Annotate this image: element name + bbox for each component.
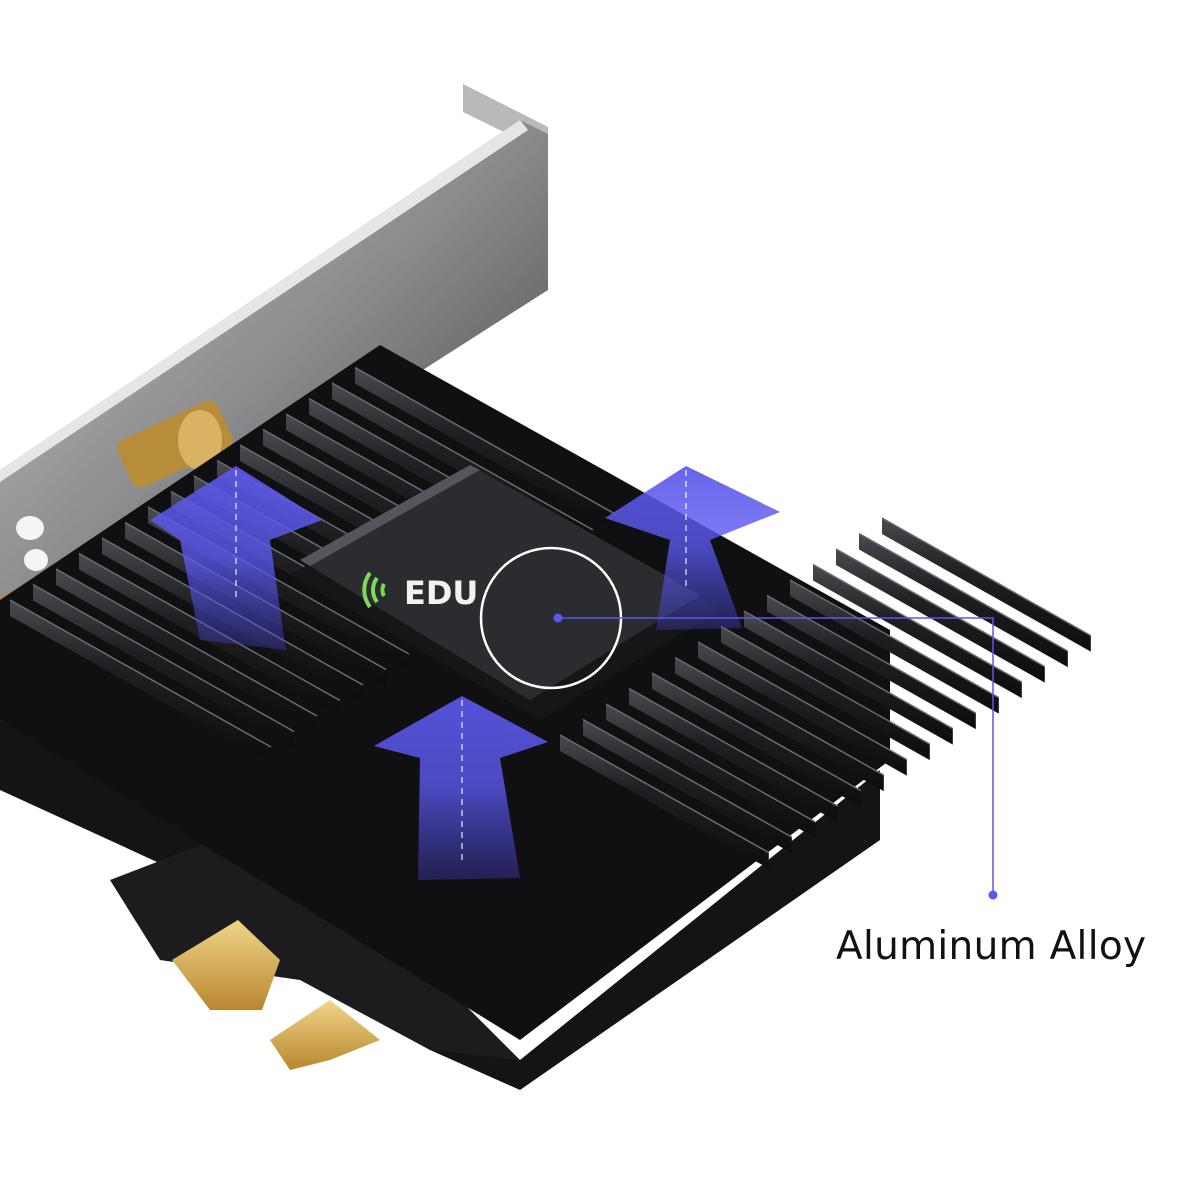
brand-logo: EDU xyxy=(404,574,478,612)
heatsink-fin xyxy=(629,688,838,823)
heatsink-fin xyxy=(675,657,884,792)
heatsink-fin xyxy=(721,626,930,761)
bracket-hole xyxy=(16,516,44,540)
callout-dot xyxy=(988,890,998,900)
heatsink-fin xyxy=(355,367,616,531)
heatsink-fin xyxy=(606,704,815,838)
heatsink-fin xyxy=(583,719,792,854)
heatsink-fin xyxy=(10,600,271,763)
pcb-board xyxy=(0,720,880,1090)
heatsink-fin-highlight xyxy=(789,579,1000,699)
heatsink-fin xyxy=(813,564,1022,699)
heatsink-fin-highlight xyxy=(651,672,862,792)
heatsink-fin xyxy=(790,580,999,714)
airflow-arrows xyxy=(150,466,780,880)
heatsink-fin xyxy=(698,642,907,776)
heatsink-fin-highlight xyxy=(9,599,272,748)
heatsink-fin xyxy=(859,533,1068,668)
material-label: Aluminum Alloy xyxy=(836,924,1147,969)
heatsink-fin-highlight xyxy=(743,610,954,730)
heatsink-fin-highlight xyxy=(881,517,1092,637)
arrow-up-icon xyxy=(374,696,548,880)
heatsink-fin-highlight xyxy=(812,563,1023,683)
arrow-up-icon xyxy=(150,466,322,650)
heatsink-fin-highlight xyxy=(354,366,617,516)
heatsink-fin-highlight xyxy=(628,687,839,807)
heatsink-fin-highlight xyxy=(697,641,908,761)
heatsink-fin xyxy=(882,518,1091,652)
heatsink-fin-highlight xyxy=(766,594,977,714)
heatsink-fin-highlight xyxy=(559,734,770,854)
heatsink-fin-highlight xyxy=(32,583,295,733)
heatsink-fin xyxy=(56,569,317,732)
wifi-signal-icon xyxy=(362,571,386,609)
heatsink-fin xyxy=(744,611,953,745)
heatsink-fin-highlight xyxy=(835,548,1046,668)
logo-bar: EDU xyxy=(290,465,720,720)
callout-dot xyxy=(553,613,563,623)
bracket-hole xyxy=(24,549,48,571)
gold-contacts xyxy=(172,920,380,1070)
heatsink-fin-highlight xyxy=(858,532,1069,652)
heatsink-fin-highlight xyxy=(582,718,793,838)
heatsink-fin xyxy=(767,595,976,730)
heatsink-fin xyxy=(560,735,769,869)
heatsink-fin-highlight xyxy=(55,568,318,717)
heatsink-fin xyxy=(652,673,861,807)
callout-pointer xyxy=(479,546,998,900)
heatsink-fin-highlight xyxy=(331,382,594,531)
heatsink-fin-highlight xyxy=(674,656,885,776)
heatsink-fin xyxy=(33,584,294,748)
heatsink-fin-highlight xyxy=(605,703,816,823)
arrow-up-icon xyxy=(605,466,780,630)
heatsink-fin-highlight xyxy=(720,625,931,745)
